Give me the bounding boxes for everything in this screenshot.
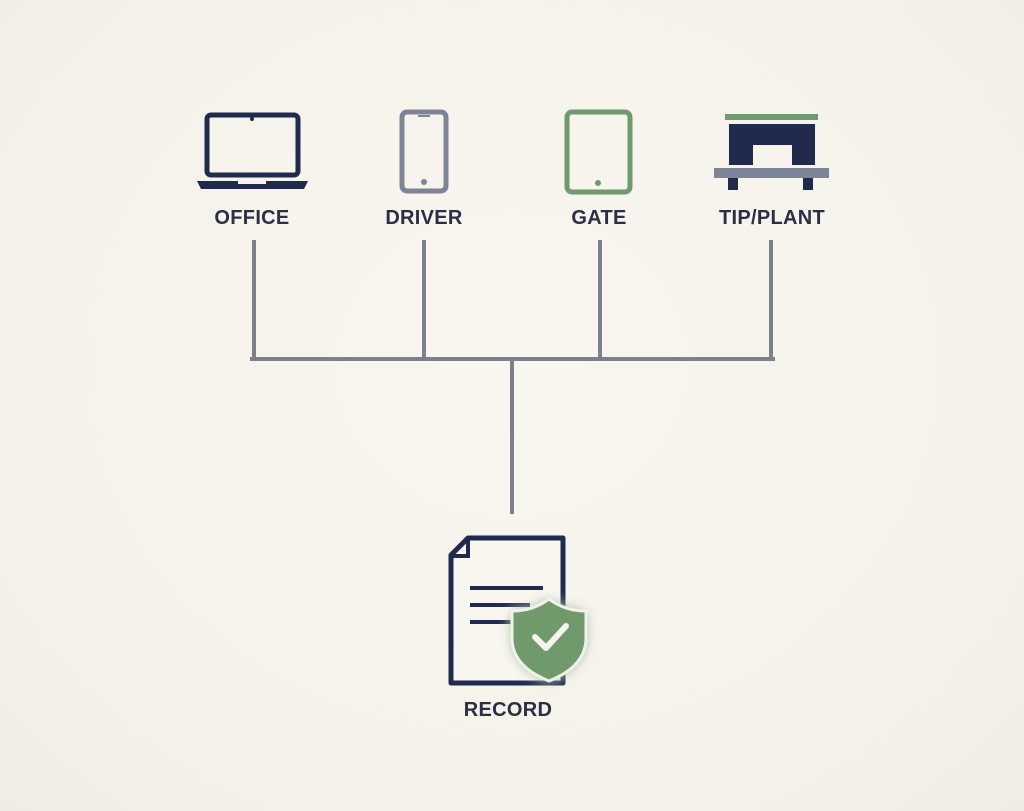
tip-plant-label: TIP/PLANT [718,207,826,229]
weighbridge-icon [714,114,829,190]
connector-lines [250,240,775,514]
smartphone-icon [399,109,449,194]
office-label: OFFICE [214,207,290,229]
document-shield-icon [448,535,588,686]
gate-label: GATE [571,207,627,229]
laptop-icon [197,112,308,189]
shield-check-icon [510,597,588,683]
record-label: RECORD [463,699,553,721]
tablet-icon [564,109,633,195]
driver-label: DRIVER [385,207,463,229]
